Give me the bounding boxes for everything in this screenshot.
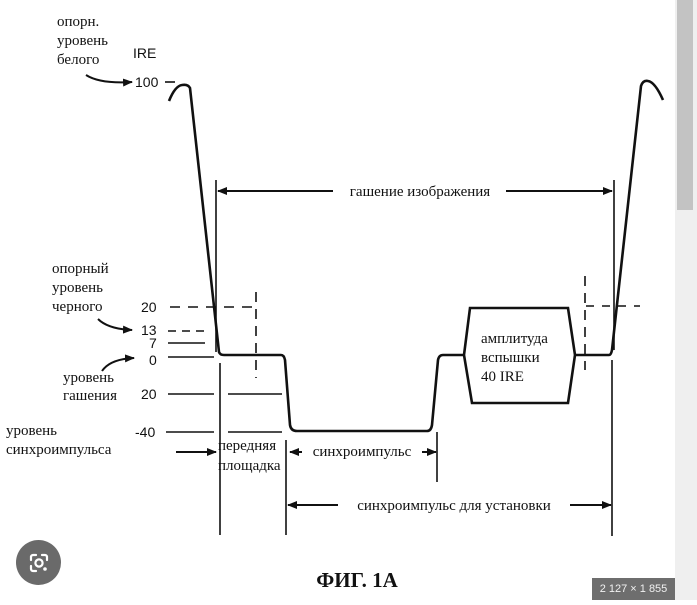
tick-label: 7 (149, 335, 157, 351)
svg-text:уровень: уровень (6, 423, 57, 439)
burst-box (462, 306, 577, 405)
waveform-line (167, 83, 465, 433)
svg-text:амплитуда: амплитуда (481, 331, 548, 347)
svg-text:опорн.: опорн. (57, 14, 99, 30)
svg-text:опорный: опорный (52, 261, 109, 277)
google-lens-button[interactable] (16, 540, 61, 585)
tick-label: 13 (141, 322, 157, 338)
waveform-line-right (575, 79, 665, 357)
svg-text:площадка: площадка (218, 458, 281, 474)
svg-text:синхроимпульса: синхроимпульса (6, 442, 112, 458)
dimension-arrows (85, 74, 613, 509)
black-reference-label: опорный уровень черного (52, 261, 109, 315)
svg-text:уровень: уровень (52, 280, 103, 296)
svg-text:40 IRE: 40 IRE (481, 369, 524, 385)
svg-text:уровень: уровень (63, 370, 114, 386)
image-viewer: опорн. уровень белого IRE опорный уровен… (6, 14, 665, 592)
ntsc-waveform-diagram: опорн. уровень белого IRE опорный уровен… (6, 14, 665, 592)
ire-tick-labels: 100 20 13 7 0 20 -40 (135, 74, 159, 440)
unit-label: IRE (133, 45, 156, 61)
figure-title: ФИГ. 1А (316, 568, 398, 592)
burst-amplitude-label: амплитуда вспышки 40 IRE (481, 331, 548, 385)
svg-text:гашения: гашения (63, 388, 117, 404)
svg-text:черного: черного (52, 299, 103, 315)
tick-label: 20 (141, 299, 157, 315)
level-lines (166, 180, 640, 536)
image-dimensions-badge: 2 127 × 1 855 (592, 578, 675, 600)
tick-label: 100 (135, 74, 159, 90)
svg-text:вспышки: вспышки (481, 350, 540, 366)
white-reference-label: опорн. уровень белого (57, 14, 108, 68)
google-lens-icon (29, 553, 48, 572)
tick-label: 0 (149, 352, 157, 368)
vertical-scrollbar[interactable] (675, 0, 697, 600)
tick-label: 20 (141, 386, 157, 402)
svg-text:передняя: передняя (218, 438, 276, 454)
sync-pulse-label: синхроимпульс (313, 444, 412, 460)
svg-text:уровень: уровень (57, 33, 108, 49)
tick-label: -40 (135, 424, 155, 440)
blanking-level-label: уровень гашения (63, 370, 117, 404)
blanking-interval-label: гашение изображения (350, 184, 491, 200)
setup-sync-label: синхроимпульс для установки (357, 498, 551, 514)
svg-text:белого: белого (57, 52, 99, 68)
front-porch-label: передняя площадка (218, 438, 281, 474)
scrollbar-thumb[interactable] (677, 0, 693, 210)
sync-level-label: уровень синхроимпульса (6, 423, 112, 458)
